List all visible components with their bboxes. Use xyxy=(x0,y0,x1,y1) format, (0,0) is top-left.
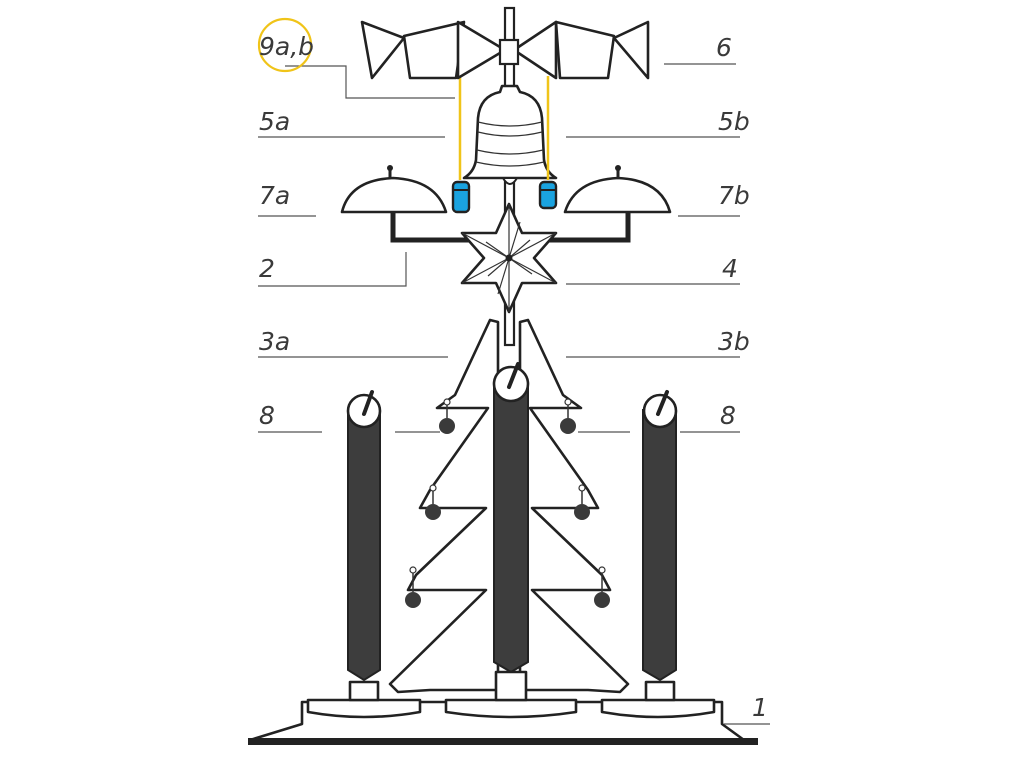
label-7b: 7b xyxy=(718,181,750,210)
tree-right-half xyxy=(518,318,630,694)
label-1: 1 xyxy=(752,693,768,722)
label-8-left: 8 xyxy=(259,401,275,430)
candle-left xyxy=(346,390,382,702)
label-5b: 5b xyxy=(718,107,750,136)
label-6: 6 xyxy=(716,33,732,62)
tree-left-half xyxy=(388,318,500,694)
propeller xyxy=(360,20,650,80)
striker-bowl-right xyxy=(563,165,672,214)
clapper-left xyxy=(451,180,471,214)
candle-right xyxy=(642,390,678,702)
base-plate xyxy=(248,698,758,745)
label-3b: 3b xyxy=(718,327,750,356)
highlight-ring xyxy=(257,17,313,73)
tree-ornaments xyxy=(405,398,610,608)
leader-lines xyxy=(258,63,770,725)
label-7a: 7a xyxy=(259,181,290,210)
bell xyxy=(462,84,558,185)
label-8-right: 8 xyxy=(720,401,736,430)
label-3a: 3a xyxy=(259,327,290,356)
candle-center xyxy=(492,362,530,702)
clapper-right xyxy=(538,180,558,210)
label-4: 4 xyxy=(722,254,738,283)
label-5a: 5a xyxy=(259,107,290,136)
star xyxy=(460,202,558,314)
label-2: 2 xyxy=(259,254,275,283)
striker-bowl-left xyxy=(340,165,448,214)
label-9ab: 9a,b xyxy=(259,32,314,61)
